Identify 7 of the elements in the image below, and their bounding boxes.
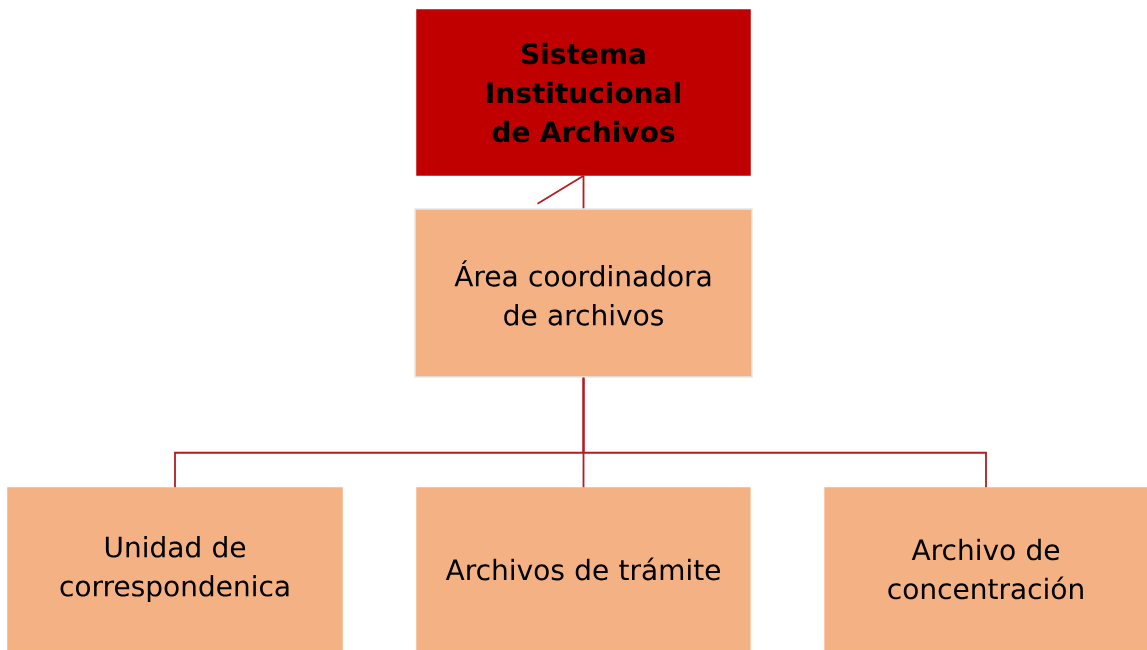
unit-box: Archivos de trámite (416, 487, 751, 650)
unit-box: Unidad de correspondenica (7, 487, 343, 650)
connector-line (536, 174, 585, 210)
coordinator-box: Área coordinadora de archivos (414, 208, 753, 378)
unit-box: Archivo de concentración (824, 487, 1147, 650)
top-box: Sistema Institucional de Archivos (416, 9, 751, 176)
connector-line (582, 376, 987, 489)
